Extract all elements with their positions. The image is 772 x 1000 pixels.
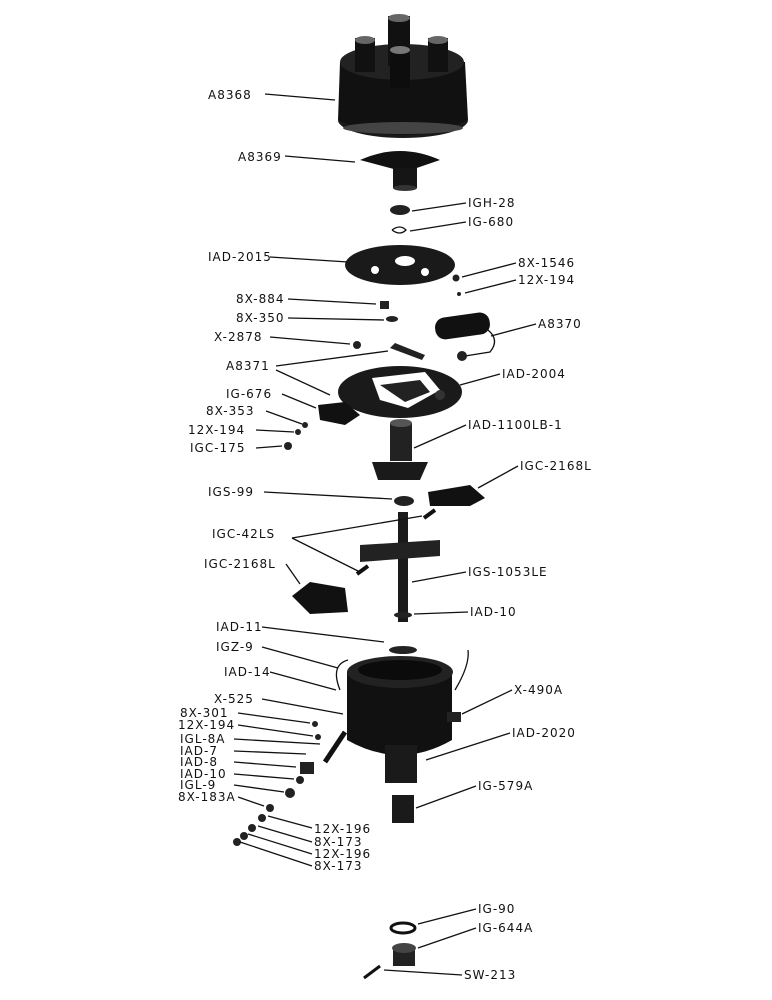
label-8x-183a: 8X-183A xyxy=(178,790,236,804)
label-12x-196-a: 12X-196 xyxy=(314,822,372,836)
insulator-iad-8 xyxy=(300,762,314,774)
label-iad-2015: IAD-2015 xyxy=(208,250,272,264)
screw-igc-175 xyxy=(284,442,292,450)
contact-set-arm xyxy=(390,343,425,360)
label-iad-14: IAD-14 xyxy=(224,665,271,679)
cam-assembly xyxy=(372,419,428,480)
lockwasher-igl-9 xyxy=(285,788,295,798)
condenser xyxy=(435,312,496,361)
label-igc-2168l-b: IGC-2168L xyxy=(204,557,276,571)
label-a8371: A8371 xyxy=(226,359,270,373)
label-8x-884: 8X-884 xyxy=(236,292,285,306)
label-igs-1053le: IGS-1053LE xyxy=(468,565,548,579)
label-8x-353: 8X-353 xyxy=(206,404,255,418)
screw-8x-1546 xyxy=(452,274,460,282)
contact-points xyxy=(318,402,360,425)
washer-12x-196-b xyxy=(240,832,248,840)
igh-28-part xyxy=(390,205,410,215)
label-a8368: A8368 xyxy=(208,88,252,102)
label-igl-8a: IGL-8A xyxy=(180,732,226,746)
ring-ig-90 xyxy=(389,921,417,935)
leader-lines xyxy=(233,93,537,976)
label-sw-213: SW-213 xyxy=(464,968,517,982)
label-igs-99: IGS-99 xyxy=(208,485,255,499)
label-x-525: X-525 xyxy=(214,692,254,706)
label-iad-2004: IAD-2004 xyxy=(502,367,566,381)
label-igh-28: IGH-28 xyxy=(468,196,516,210)
terminal-bolt xyxy=(322,730,348,764)
washer-8x-350 xyxy=(386,316,398,322)
label-iad-1100lb-1: IAD-1100LB-1 xyxy=(468,418,563,432)
label-iad-7: IAD-7 xyxy=(180,744,218,758)
label-12x-196-b: 12X-196 xyxy=(314,847,372,861)
label-8x-301: 8X-301 xyxy=(180,706,229,720)
lockwasher-8x-353 xyxy=(302,422,308,428)
washer-iad-10 xyxy=(394,612,412,618)
label-x-2878: X-2878 xyxy=(214,330,263,344)
label-8x-173-a: 8X-173 xyxy=(314,835,363,849)
cam-plate xyxy=(345,245,455,285)
label-8x-1546: 8X-1546 xyxy=(518,256,576,270)
label-ig-579a: IG-579A xyxy=(478,779,534,793)
nut-8x-173-a xyxy=(248,824,256,832)
spring-igc-42ls xyxy=(355,564,370,576)
ig-680-part xyxy=(391,226,407,234)
washer-12x-194-b xyxy=(295,429,301,435)
label-iad-10-top: IAD-10 xyxy=(470,605,517,619)
label-igc-42ls: IGC-42LS xyxy=(212,527,276,541)
label-iad-11: IAD-11 xyxy=(216,620,263,634)
label-ig-680: IG-680 xyxy=(468,215,515,229)
screw-8x-884 xyxy=(380,301,389,309)
washer-igz-9 xyxy=(389,646,417,654)
label-iad-10: IAD-10 xyxy=(180,767,227,781)
spring-igc-42ls-2 xyxy=(422,508,437,520)
label-ig-90: IG-90 xyxy=(478,902,516,916)
label-igz-9: IGZ-9 xyxy=(216,640,254,654)
washer-12x-194-c xyxy=(315,734,321,740)
clip-igs-99 xyxy=(394,496,414,506)
label-iad-2020: IAD-2020 xyxy=(512,726,576,740)
label-igl-9: IGL-9 xyxy=(180,778,217,792)
weight-upper xyxy=(428,485,485,506)
label-8x-173-b: 8X-173 xyxy=(314,859,363,873)
weight-base-plate xyxy=(360,540,440,562)
distributor-cap xyxy=(338,14,468,138)
distributor-housing xyxy=(335,649,469,783)
label-12x-194-b: 12X-194 xyxy=(188,423,246,437)
breaker-plate xyxy=(338,366,462,418)
pin-sw-213 xyxy=(363,964,381,980)
washer-12x-196-a xyxy=(258,814,266,822)
label-iad-8: IAD-8 xyxy=(180,755,218,769)
label-8x-350: 8X-350 xyxy=(236,311,285,325)
label-12x-194-a: 12X-194 xyxy=(518,273,576,287)
screw-x-2878 xyxy=(353,341,361,349)
screw-8x-301 xyxy=(312,721,318,727)
drive-gear xyxy=(392,943,416,966)
label-igc-175: IGC-175 xyxy=(190,441,246,455)
label-12x-194-c: 12X-194 xyxy=(178,718,236,732)
nut-8x-183a xyxy=(266,804,274,812)
washer-iad-10-b xyxy=(296,776,304,784)
drive-shaft xyxy=(398,512,408,622)
label-x-490a: X-490A xyxy=(514,683,564,697)
label-a8370: A8370 xyxy=(538,317,582,331)
label-igc-2168l-a: IGC-2168L xyxy=(520,459,592,473)
nut-8x-173-b xyxy=(233,838,241,846)
label-ig-676: IG-676 xyxy=(226,387,273,401)
washer-12x-194 xyxy=(457,292,461,296)
label-a8369: A8369 xyxy=(238,150,282,164)
weight-lower xyxy=(292,582,348,614)
bushing xyxy=(392,795,414,823)
label-ig-644a: IG-644A xyxy=(478,921,534,935)
rotor xyxy=(360,151,440,191)
